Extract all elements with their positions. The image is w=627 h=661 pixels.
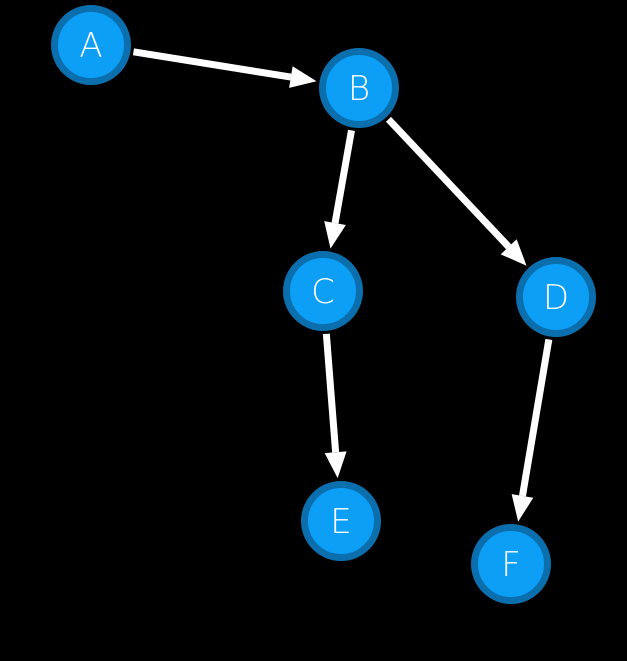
graph-edge[interactable] [132, 48, 317, 88]
graph-node-circle[interactable] [471, 524, 551, 604]
graph-node-circle[interactable] [516, 257, 596, 337]
graph-edge-line [385, 116, 512, 250]
graph-edge-arrowhead-icon [500, 239, 527, 266]
graph-edge-arrowhead-icon [324, 221, 346, 249]
graph-edge-line [331, 129, 355, 224]
graph-node[interactable]: D [516, 257, 596, 337]
graph-edge-line [519, 338, 553, 497]
graph-node-circle[interactable] [319, 48, 399, 128]
nodes-layer: A B C D E F [51, 5, 596, 604]
graph-edge-arrowhead-icon [289, 66, 317, 88]
edges-layer [132, 48, 553, 522]
graph-node[interactable]: C [283, 251, 363, 331]
graph-node-circle[interactable] [283, 251, 363, 331]
graph-node[interactable]: E [301, 481, 381, 561]
graph-node[interactable]: A [51, 5, 131, 85]
graph-node[interactable]: F [471, 524, 551, 604]
graph-edge-line [132, 48, 292, 81]
graph-edge[interactable] [511, 338, 553, 522]
graph-edge[interactable] [385, 116, 527, 266]
graph-edge-arrowhead-icon [511, 494, 534, 522]
graph-node-circle[interactable] [51, 5, 131, 85]
graph-edge-line [322, 333, 340, 453]
graph-edge[interactable] [324, 129, 355, 249]
graph-node-circle[interactable] [301, 481, 381, 561]
graph-node[interactable]: B [319, 48, 399, 128]
graph-edge[interactable] [322, 333, 347, 479]
graph-edge-arrowhead-icon [324, 451, 347, 479]
